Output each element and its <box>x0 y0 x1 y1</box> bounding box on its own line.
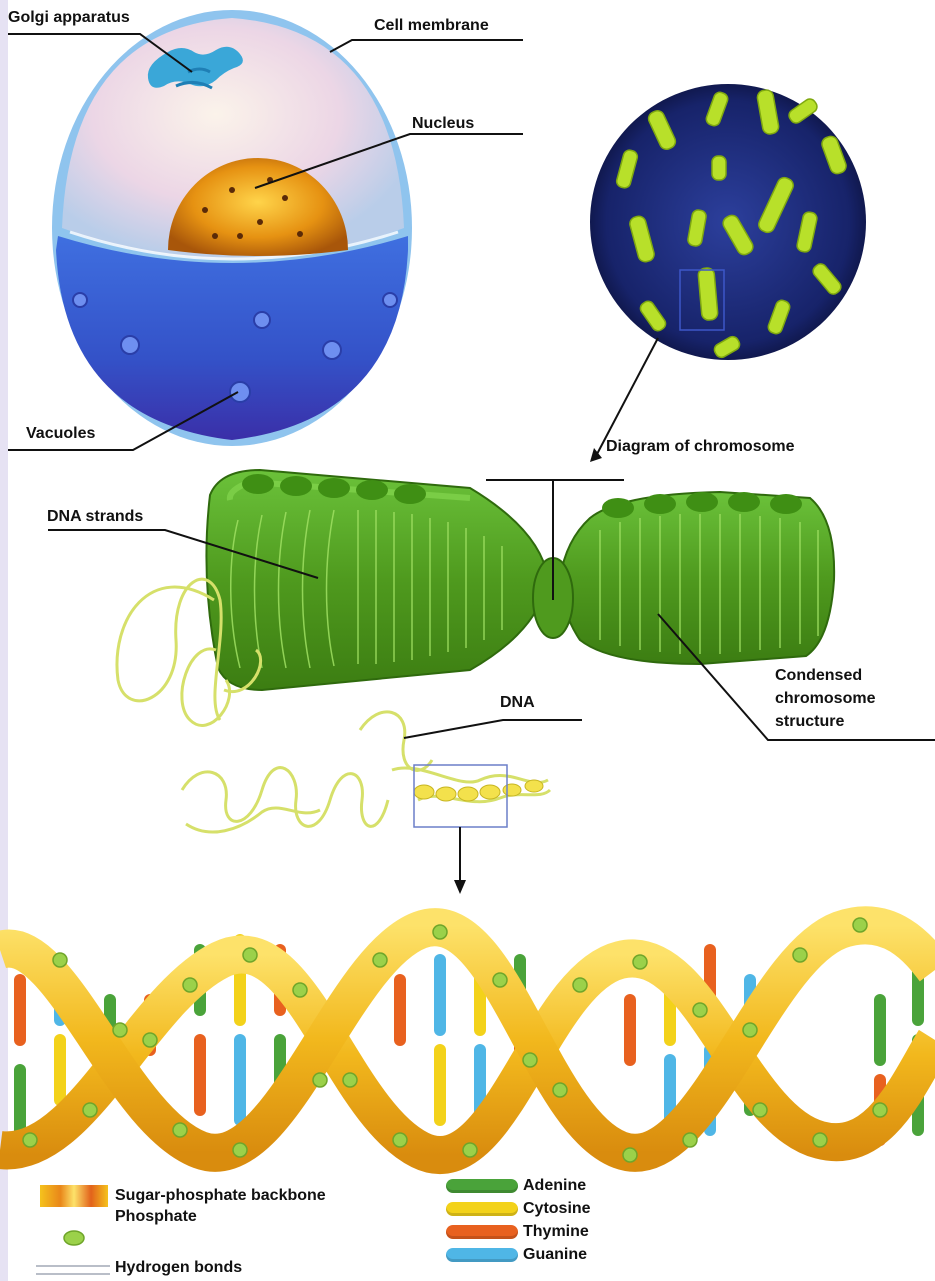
legend-label-sugar-phosphate: Sugar-phosphate backbone <box>115 1186 326 1206</box>
legend-swatch-cytosine <box>446 1202 518 1216</box>
phosphate-swatch <box>64 1231 84 1245</box>
label-cell-membrane: Cell membrane <box>374 16 489 36</box>
legend-swatch-guanine <box>446 1248 518 1262</box>
label-dna: DNA <box>500 693 535 713</box>
legend-label-adenine: Adenine <box>523 1176 586 1196</box>
vacuole-shape <box>230 382 250 402</box>
legend-swatches <box>36 1185 110 1274</box>
legend-label-guanine: Guanine <box>523 1245 587 1265</box>
dna-leader <box>404 720 582 738</box>
cell-membrane-leader <box>330 40 523 52</box>
label-vacuoles: Vacuoles <box>26 424 95 444</box>
sugar-phosphate-swatch <box>40 1185 108 1207</box>
chromosome-micrograph <box>590 84 866 360</box>
hydrogen-bond-swatch <box>36 1266 110 1274</box>
label-golgi-apparatus: Golgi apparatus <box>8 8 130 28</box>
label-nucleus: Nucleus <box>412 114 474 134</box>
dna-double-helix <box>0 918 935 1162</box>
legend-label-thymine: Thymine <box>523 1222 589 1242</box>
cell-lower-cytoplasm <box>56 236 408 440</box>
legend-swatch-adenine <box>446 1179 518 1193</box>
label-condensed-chromosome-structure: Condensed chromosome structure <box>775 664 925 733</box>
legend-label-hydrogen-bonds: Hydrogen bonds <box>115 1258 242 1278</box>
label-dna-strands: DNA strands <box>47 507 143 527</box>
legend-label-phosphate: Phosphate <box>115 1207 197 1227</box>
label-diagram-of-chromosome: Diagram of chromosome <box>606 437 794 457</box>
condensed-chromosome <box>206 470 834 690</box>
legend-swatch-thymine <box>446 1225 518 1239</box>
legend-label-cytosine: Cytosine <box>523 1199 591 1219</box>
cell-illustration <box>52 10 412 446</box>
